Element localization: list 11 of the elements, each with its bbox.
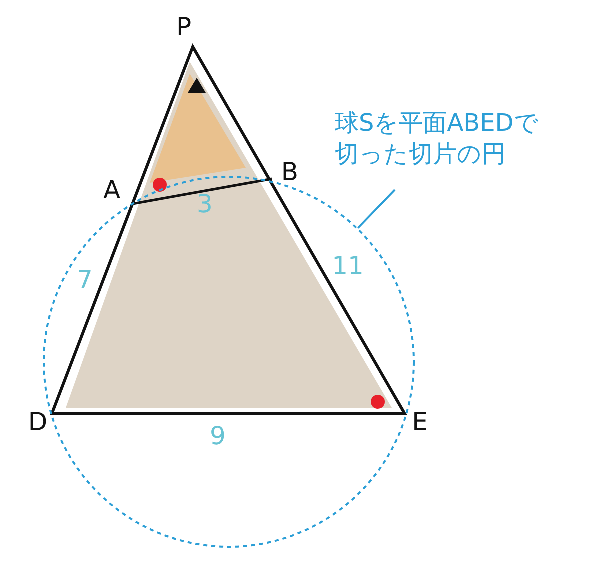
leader-line bbox=[357, 189, 396, 229]
point-label: E bbox=[412, 410, 428, 434]
length-label: 11 bbox=[332, 254, 364, 278]
point-label: A bbox=[103, 178, 121, 202]
point-label: P bbox=[176, 14, 192, 40]
callout-text: 球Sを平面ABEDで切った切片の円 bbox=[335, 108, 549, 170]
length-label: 3 bbox=[197, 192, 213, 216]
length-label: 7 bbox=[77, 268, 93, 292]
point-label: B bbox=[281, 160, 299, 184]
length-label: 9 bbox=[210, 424, 226, 448]
point-label: D bbox=[28, 410, 48, 434]
